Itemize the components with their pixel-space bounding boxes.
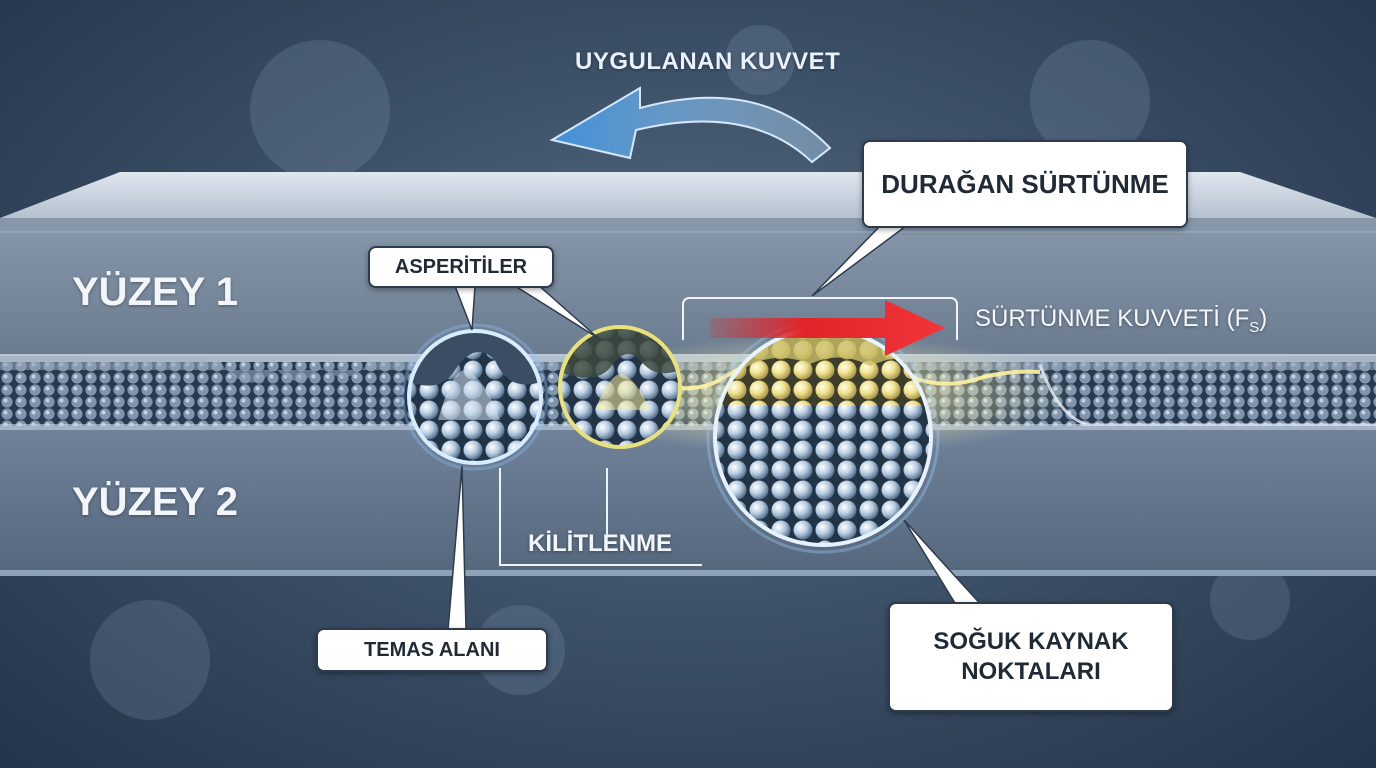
asperities-label: ASPERİTİLER bbox=[394, 255, 528, 278]
friction-force-arrow bbox=[710, 300, 945, 356]
static-friction-label: DURAĞAN SÜRTÜNME bbox=[881, 168, 1169, 199]
surface-1-block bbox=[0, 172, 1376, 362]
cold-weld-circle bbox=[706, 320, 940, 554]
surface-1-label: YÜZEY 1 bbox=[72, 270, 238, 314]
contact-area-callout: TEMAS ALANI bbox=[316, 628, 548, 672]
applied-force-arrow bbox=[549, 86, 832, 164]
friction-force-close: ) bbox=[1259, 305, 1268, 332]
cold-weld-label-line1: SOĞUK KAYNAK bbox=[933, 628, 1129, 655]
interlocking-label: KİLİTLENME bbox=[528, 530, 672, 557]
cold-weld-label-line2: NOKTALARI bbox=[961, 658, 1101, 685]
friction-force-label: SÜRTÜNME KUVVETİ (FS) bbox=[975, 305, 1267, 336]
interlocking-bracket bbox=[499, 468, 702, 566]
cold-weld-callout: SOĞUK KAYNAK NOKTALARI bbox=[888, 602, 1174, 712]
asperities-callout: ASPERİTİLER bbox=[368, 246, 554, 288]
contact-area-circle bbox=[401, 323, 549, 471]
interlocking-circle bbox=[558, 325, 682, 449]
friction-force-text: SÜRTÜNME KUVVETİ (F bbox=[975, 305, 1250, 332]
static-friction-callout: DURAĞAN SÜRTÜNME bbox=[862, 140, 1188, 228]
friction-zone-bracket bbox=[682, 297, 958, 340]
background-bokeh bbox=[90, 25, 1290, 720]
friction-force-subscript: S bbox=[1249, 318, 1260, 336]
contact-area-label: TEMAS ALANI bbox=[364, 638, 500, 661]
applied-force-label: UYGULANAN KUVVET bbox=[575, 48, 841, 75]
surface-2-label: YÜZEY 2 bbox=[72, 480, 238, 524]
